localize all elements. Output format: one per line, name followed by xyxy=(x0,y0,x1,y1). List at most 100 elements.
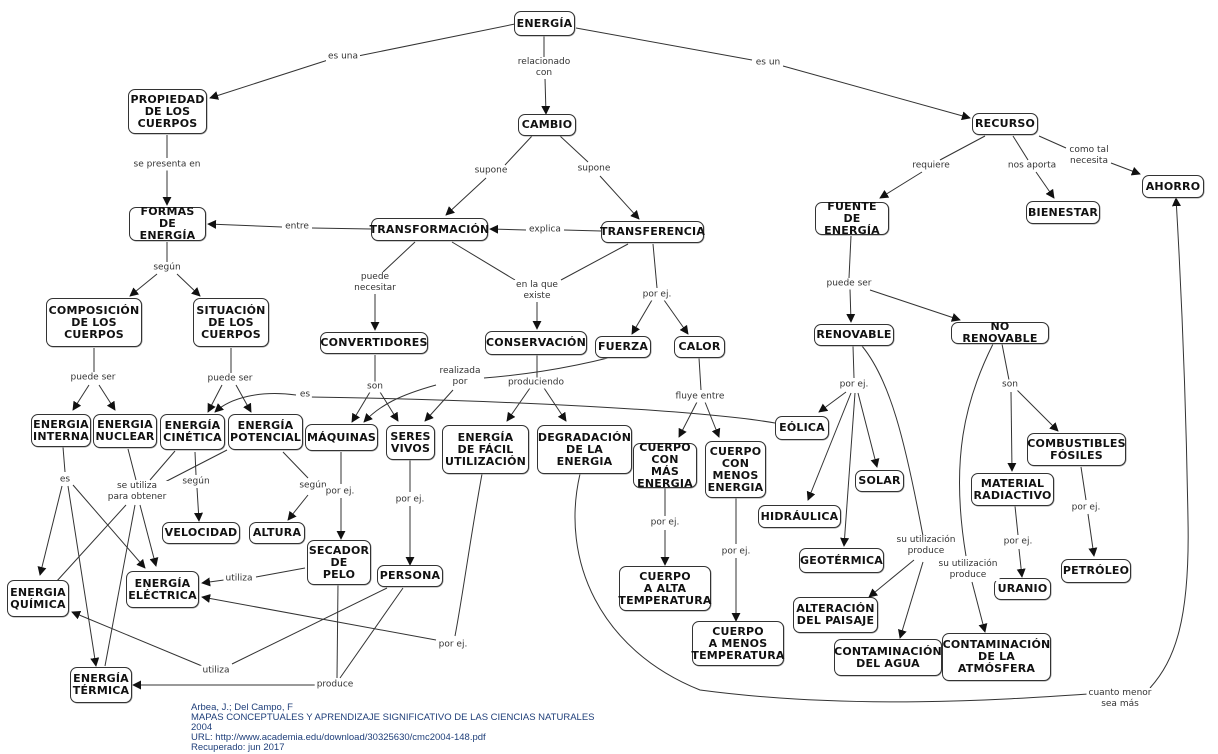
link-segun-velocidad xyxy=(194,487,204,522)
concept-energia[interactable]: ENERGÍA xyxy=(514,11,575,36)
linking-phrase: por ej. xyxy=(393,494,427,506)
linking-phrase: por ej. xyxy=(436,639,470,651)
linking-phrase: se presenta en xyxy=(131,159,203,171)
concept-solar[interactable]: SOLAR xyxy=(855,470,904,492)
link-renovable-utilizacion xyxy=(861,345,924,537)
concept-cuerpo-a-menos-temperatura[interactable]: CUERPO A MENOS TEMPERATURA xyxy=(691,621,784,666)
concept-cuerpo-a-alta-temperatura[interactable]: CUERPO A ALTA TEMPERATURA xyxy=(618,566,711,611)
linking-phrase: según xyxy=(151,262,183,274)
linking-phrase: por ej. xyxy=(640,289,674,301)
concept-energia-de-facil-utilizacion[interactable]: ENERGÍA DE FÁCIL UTILIZACIÓN xyxy=(442,425,529,474)
link-puede-norenovable xyxy=(869,289,961,322)
link-potencial-utiliza xyxy=(162,449,228,484)
concept-eolica[interactable]: EÓLICA xyxy=(775,416,829,440)
concept-seres-vivos[interactable]: SERES VIVOS xyxy=(386,425,435,460)
concept-cuerpo-con-mas-energia[interactable]: CUERPO CON MÁS ENERGIA xyxy=(633,441,697,489)
link-cinetica-segun xyxy=(194,451,197,476)
concept-energia-nuclear[interactable]: ENERGIA NUCLEAR xyxy=(93,414,157,448)
linking-phrase: realizada por xyxy=(437,366,483,388)
concept-contaminacion-de-la-atmosfera[interactable]: CONTAMINACIÓN DE LA ATMÓSFERA xyxy=(942,633,1051,681)
concept-energia-cinetica[interactable]: ENERGÍA CINÉTICA xyxy=(160,414,225,450)
concept-material-radiactivo[interactable]: MATERIAL RADIACTIVO xyxy=(971,473,1054,506)
link-son-seres xyxy=(379,391,399,422)
concept-formas-de-energia[interactable]: FORMAS DE ENERGÍA xyxy=(129,206,206,242)
citation: Arbea, J.; Del Campo, F MAPAS CONCEPTUAL… xyxy=(191,703,595,753)
citation-url[interactable]: URL: http://www.academia.edu/download/30… xyxy=(191,732,486,743)
link-combustibles-porej xyxy=(1080,466,1087,501)
linking-phrase: es un xyxy=(753,57,783,69)
link-recurso-aporta xyxy=(1012,135,1029,161)
concept-secador-de-pelo[interactable]: SECADOR DE PELO xyxy=(307,540,371,585)
link-utiliza-electrica2 xyxy=(201,577,225,587)
citation-retrieved: Recuperado: jun 2017 xyxy=(191,742,285,753)
concept-recurso[interactable]: RECURSO xyxy=(972,113,1038,135)
link-porej-fuerza xyxy=(631,299,653,335)
linking-phrase: por ej. xyxy=(1001,536,1035,548)
link-material-porej xyxy=(1014,505,1019,536)
concept-energia-interna[interactable]: ENERGIA INTERNA xyxy=(31,414,91,447)
concept-bienestar[interactable]: BIENESTAR xyxy=(1026,201,1100,224)
link-transferencia-porej xyxy=(652,243,658,289)
citation-title: MAPAS CONCEPTUALES Y APRENDIZAJE SIGNIFI… xyxy=(191,712,595,723)
link-transformacion-existe xyxy=(451,241,516,281)
concept-alteracion-del-paisaje[interactable]: ALTERACIÓN DEL PAISAJE xyxy=(793,597,878,633)
link-utiliza-quimica xyxy=(55,504,127,583)
link-segun-situacion xyxy=(176,273,201,297)
link-produciendo-facil xyxy=(506,387,531,422)
concept-transferencia[interactable]: TRANSFERENCIA xyxy=(600,221,705,243)
concept-hidraulica[interactable]: HIDRÁULICA xyxy=(758,505,841,528)
link-porej-petroleo xyxy=(1087,513,1098,557)
linking-phrase: produce xyxy=(314,679,356,691)
concept-altura[interactable]: ALTURA xyxy=(249,522,305,544)
concept-situacion-de-los-cuerpos[interactable]: SITUACIÓN DE LOS CUERPOS xyxy=(193,298,269,347)
link-porej-calor xyxy=(663,299,689,335)
concept-degradacion-de-la-energia[interactable]: DEGRADACIÓN DE LA ENERGIA xyxy=(537,425,632,474)
link-segun-altura xyxy=(287,494,309,521)
concept-calor[interactable]: CALOR xyxy=(674,336,725,358)
concept-energia-termica[interactable]: ENERGÍA TÉRMICA xyxy=(70,667,132,703)
link-aporta-bienestar xyxy=(1035,171,1055,199)
link-utiliza-electrica xyxy=(139,504,159,567)
concept-fuente-de-energia[interactable]: FUENTE DE ENERGÍA xyxy=(815,200,889,236)
concept-uranio[interactable]: URANIO xyxy=(994,578,1051,600)
linking-phrase: supone xyxy=(575,163,613,175)
link-recurso-como-tal xyxy=(1038,135,1067,149)
link-segun-composicion xyxy=(129,273,158,297)
link-cuanto-ahorro xyxy=(1149,197,1189,689)
link-entre-formas xyxy=(207,219,283,229)
link-puede-cinetica xyxy=(207,384,223,413)
concept-no-renovable[interactable]: NO RENOVABLE xyxy=(951,321,1049,345)
linking-phrase: requiere xyxy=(910,160,952,172)
concept-composicion-de-los-cuerpos[interactable]: COMPOSICIÓN DE LOS CUERPOS xyxy=(46,298,142,347)
linking-phrase: según xyxy=(180,476,212,488)
concept-fuerza[interactable]: FUERZA xyxy=(595,336,651,358)
link-transferencia-existe xyxy=(560,243,629,281)
concept-combustibles-fosiles[interactable]: COMBUSTIBLES FÓSILES xyxy=(1027,433,1126,466)
concept-cuerpo-con-menos-energia[interactable]: CUERPO CON MENOS ENERGIA xyxy=(705,441,766,498)
concept-convertidores[interactable]: CONVERTIDORES xyxy=(320,332,428,354)
link-porej-hidraulica xyxy=(806,392,852,501)
concept-energia-electrica[interactable]: ENERGÍA ELÉCTRICA xyxy=(126,571,199,608)
concept-renovable[interactable]: RENOVABLE xyxy=(814,324,894,346)
concept-maquinas[interactable]: MÁQUINAS xyxy=(305,424,378,451)
concept-energia-quimica[interactable]: ENERGIA QUÍMICA xyxy=(7,580,69,617)
concept-contaminacion-del-agua[interactable]: CONTAMINACIÓN DEL AGUA xyxy=(834,639,942,676)
concept-petroleo[interactable]: PETRÓLEO xyxy=(1061,559,1131,583)
concept-persona[interactable]: PERSONA xyxy=(377,565,443,587)
linking-phrase: cuanto menor sea más xyxy=(1086,688,1154,710)
concept-ahorro[interactable]: AHORRO xyxy=(1142,175,1204,198)
concept-conservacion[interactable]: CONSERVACIÓN xyxy=(485,331,587,355)
concept-velocidad[interactable]: VELOCIDAD xyxy=(162,522,240,544)
concept-cambio[interactable]: CAMBIO xyxy=(518,114,576,136)
linking-phrase: en la que existe xyxy=(514,280,560,302)
concept-geotermica[interactable]: GEOTÉRMICA xyxy=(799,548,884,573)
concept-transformacion[interactable]: TRANSFORMACIÓN xyxy=(370,218,489,241)
concept-propiedad-de-los-cuerpos[interactable]: PROPIEDAD DE LOS CUERPOS xyxy=(128,89,207,134)
linking-phrase: supone xyxy=(472,165,510,177)
link-explica-transformacion xyxy=(489,224,527,234)
link-requiere-fuente xyxy=(879,171,923,199)
linking-phrase: por ej. xyxy=(1069,502,1103,514)
link-como-tal-ahorro xyxy=(1110,162,1141,176)
linking-phrase: explica xyxy=(527,224,563,236)
concept-energia-potencial[interactable]: ENERGÍA POTENCIAL xyxy=(228,414,303,450)
